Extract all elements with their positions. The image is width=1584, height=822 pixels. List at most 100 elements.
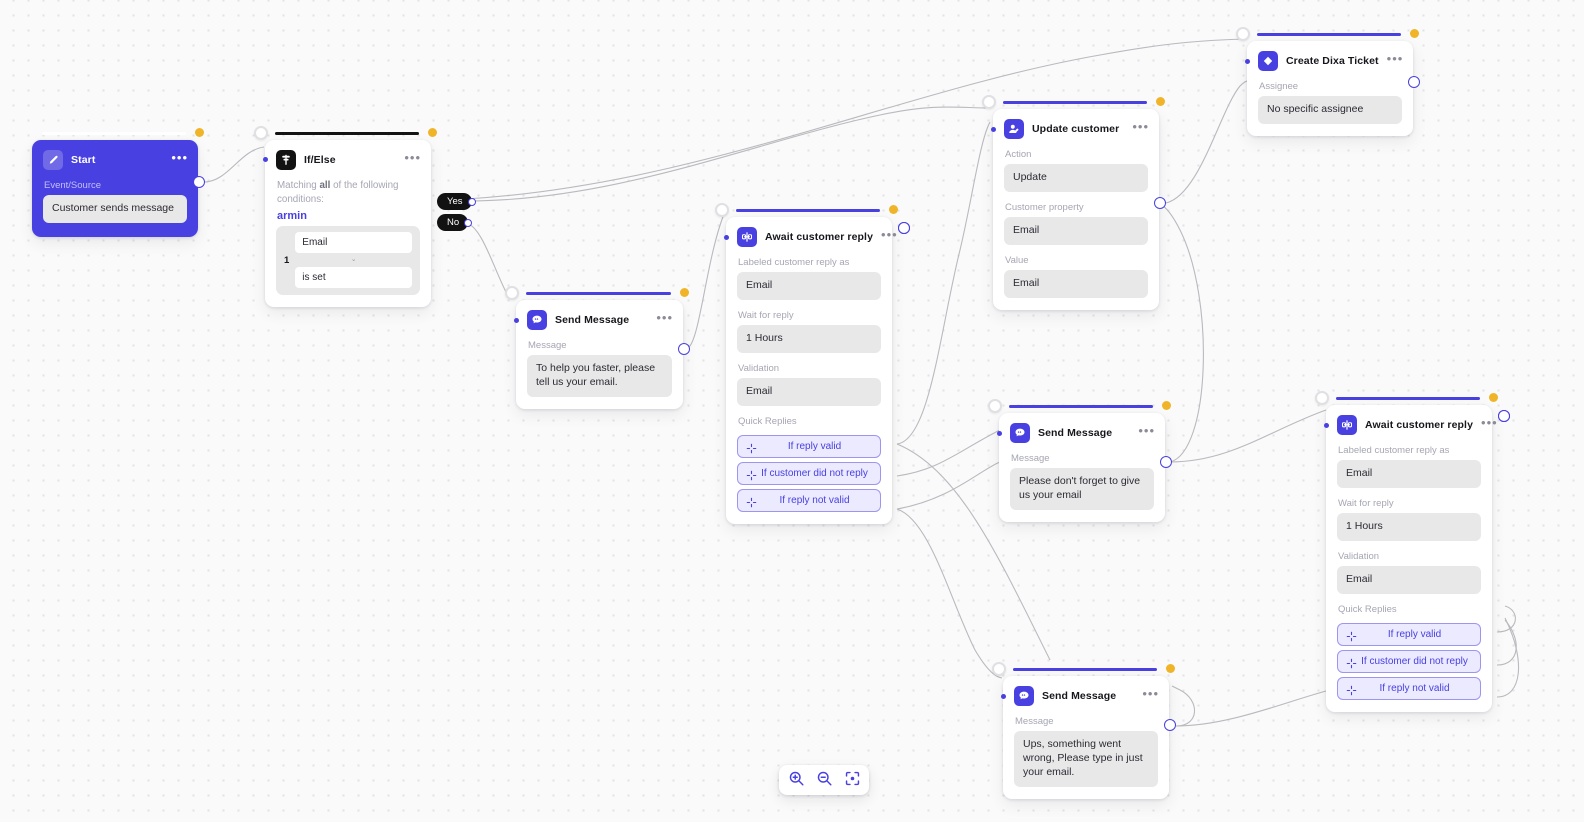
field-label-quick-replies: Quick Replies [1338,603,1397,615]
node-amber-handle[interactable] [1166,664,1175,673]
quick-reply-item[interactable]: If reply valid [1337,410,1510,646]
node-input-port[interactable] [1001,694,1006,699]
branch-pill-yes[interactable]: Yes [437,193,476,210]
node-title: Start [71,154,96,166]
quick-reply-port[interactable] [898,222,910,234]
field-value-message[interactable]: To help you faster, please tell us your … [527,355,672,397]
field-label-reply-as: Labeled customer reply as [738,257,850,268]
node-amber-handle[interactable] [680,288,689,297]
node-drag-handle[interactable] [254,126,268,140]
node-menu-button[interactable]: ••• [881,226,898,242]
node-header: Await customer reply ••• [726,217,897,247]
field-label-quick-replies: Quick Replies [738,415,797,427]
quick-reply-item[interactable]: If customer did not reply [737,222,910,485]
node-drag-handle[interactable] [505,286,519,300]
node-amber-handle[interactable] [1410,29,1419,38]
node-input-port[interactable] [514,318,519,323]
field-value-reply-as[interactable]: Email [1337,460,1481,488]
node-title: Send Message [1038,427,1113,439]
node-output-port[interactable] [1160,456,1172,468]
node-update-customer[interactable]: Update customer ••• Action Update Custom… [982,95,1166,310]
node-drag-handle[interactable] [1315,391,1329,405]
field-value-customer-property[interactable]: Email [1004,216,1148,245]
node-amber-handle[interactable] [1156,97,1165,106]
field-value-validation[interactable]: Email [737,377,881,406]
node-menu-button[interactable]: ••• [1132,118,1149,134]
node-send-message-2[interactable]: Send Message ••• Message Please don't fo… [988,399,1172,522]
branch-yes-port[interactable] [467,197,476,206]
node-menu-button[interactable]: ••• [656,309,673,325]
node-drag-handle[interactable] [715,203,729,217]
field-label-validation: Validation [738,362,780,374]
node-input-port[interactable] [991,127,996,132]
field-value-action[interactable]: Update [1004,164,1148,192]
node-menu-button[interactable]: ••• [1142,685,1159,701]
node-menu-button[interactable]: ••• [1386,50,1404,66]
node-send-message-3[interactable]: Send Message ••• Message Ups, something … [992,662,1176,799]
node-accent-bar [736,209,880,212]
node-menu-button[interactable]: ••• [1138,422,1155,438]
node-drag-handle[interactable] [982,95,996,109]
node-input-port[interactable] [1245,59,1250,64]
node-menu-button[interactable]: ••• [404,149,421,165]
node-input-port[interactable] [263,157,268,162]
field-value-validation[interactable]: Email [1337,565,1481,594]
quick-reply-item[interactable]: If customer did not reply [1337,410,1510,673]
zoom-in-button[interactable] [782,766,810,794]
node-accent-bar [1336,397,1480,400]
node-input-port[interactable] [724,235,729,240]
node-output-port[interactable] [1408,76,1420,88]
quick-reply-label: If reply valid [787,440,842,452]
branch-no-port[interactable] [464,218,473,227]
node-input-port[interactable] [1324,423,1329,428]
quick-reply-item[interactable]: If reply not valid [737,222,910,512]
start-amber-handle[interactable] [195,128,204,137]
node-output-port[interactable] [1164,719,1176,731]
field-value-wait[interactable]: 1 Hours [1337,512,1481,541]
node-await-customer-reply-2[interactable]: Await customer reply ••• Labeled custome… [1315,391,1510,712]
node-output-port[interactable] [678,343,690,355]
node-amber-handle[interactable] [889,205,898,214]
zoom-toolbar[interactable] [779,765,869,795]
field-label-reply-as: Labeled customer reply as [1338,445,1450,456]
node-create-dixa-ticket[interactable]: Create Dixa Ticket ••• Assignee No speci… [1236,27,1420,136]
node-send-message-1[interactable]: Send Message ••• Message To help you fas… [505,286,690,409]
node-drag-handle[interactable] [988,399,1002,413]
chat-bubble-icon [1010,423,1030,443]
condition-variable[interactable]: armin [277,210,307,223]
field-value-event-source[interactable]: Customer sends message [43,195,187,223]
condition-row: 1 Email ⌄ is set [276,226,420,296]
field-value-assignee[interactable]: No specific assignee [1258,96,1402,124]
zoom-out-button[interactable] [810,766,838,794]
start-output-port[interactable] [193,176,205,188]
node-start[interactable]: Start ••• Event/Source Customer sends me… [32,128,205,237]
node-drag-handle[interactable] [992,662,1006,676]
node-output-port[interactable] [1154,197,1166,209]
node-amber-handle[interactable] [1489,393,1498,402]
branch-pill-no[interactable]: No [437,214,473,231]
node-amber-handle[interactable] [428,128,437,137]
node-menu-button[interactable]: ••• [1481,414,1498,430]
field-label-assignee: Assignee [1259,81,1299,92]
fit-to-screen-button[interactable] [838,766,866,794]
field-value-value[interactable]: Email [1004,269,1148,298]
field-value-reply-as[interactable]: Email [737,272,881,300]
sparkle-icon [746,495,757,507]
field-value-wait[interactable]: 1 Hours [737,324,881,353]
quick-reply-item[interactable]: If reply not valid [1337,410,1510,700]
field-value-message[interactable]: Please don't forget to give us your emai… [1010,468,1154,510]
node-input-port[interactable] [997,431,1002,436]
quick-reply-item[interactable]: If reply valid [737,222,910,458]
node-drag-handle[interactable] [1236,27,1250,41]
node-await-customer-reply-1[interactable]: Await customer reply ••• Labeled custome… [715,203,910,524]
condition-field-select[interactable]: Email [295,232,412,254]
field-label-message: Message [528,340,567,351]
quick-reply-port[interactable] [1498,410,1510,422]
node-title: Send Message [555,314,630,326]
condition-operator-select[interactable]: is set [295,267,412,289]
node-if-else[interactable]: If/Else ••• Matching all of the followin… [254,126,437,308]
node-amber-handle[interactable] [1162,401,1171,410]
node-menu-button[interactable]: ••• [171,149,188,165]
field-value-message[interactable]: Ups, something went wrong, Please type i… [1014,731,1158,787]
